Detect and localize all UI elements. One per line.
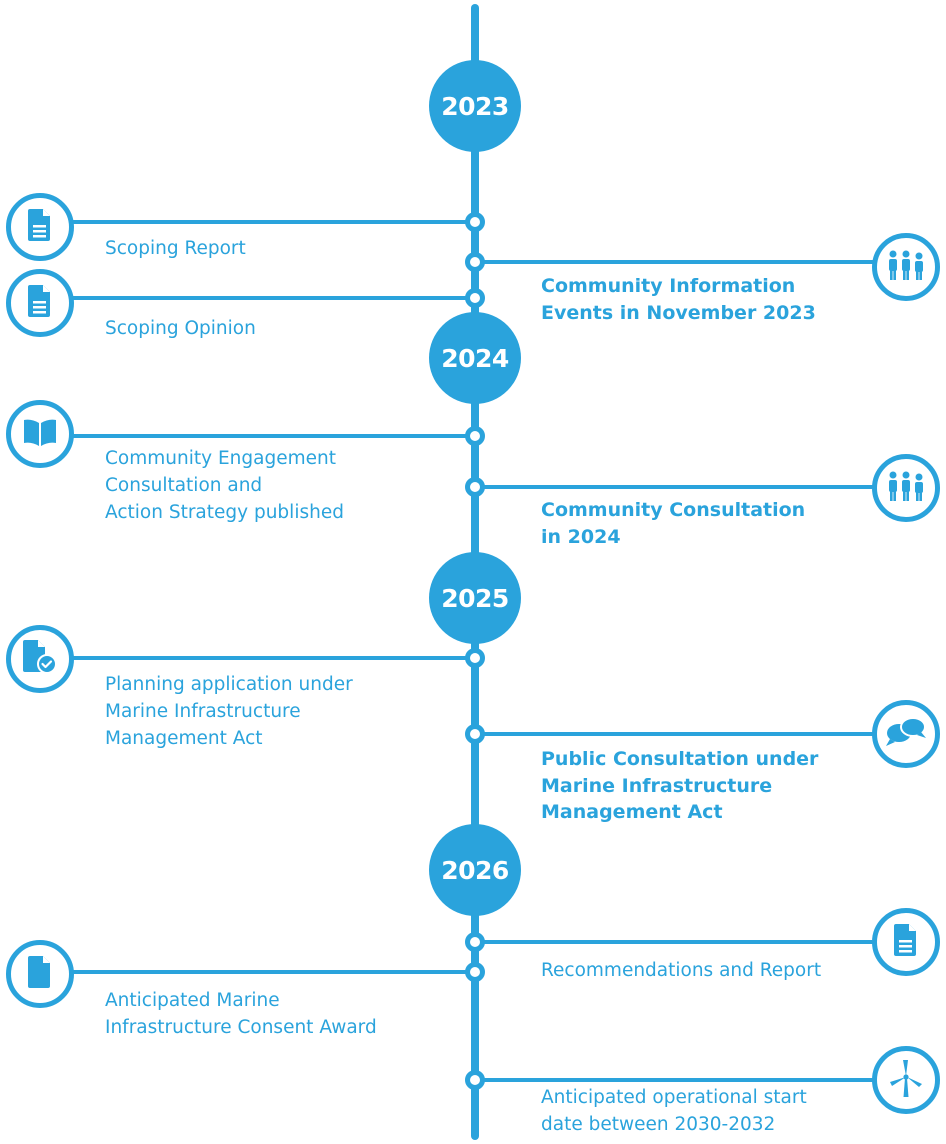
event-label-scoping-opinion: Scoping Opinion bbox=[105, 315, 256, 342]
label-line: Management Act bbox=[105, 728, 263, 749]
label-line: Marine Infrastructure bbox=[105, 701, 301, 722]
blank-document-icon bbox=[28, 956, 52, 992]
year-label: 2026 bbox=[441, 855, 509, 885]
event-connector bbox=[66, 220, 475, 224]
timeline-node bbox=[465, 648, 485, 668]
people-icon bbox=[886, 250, 926, 284]
event-label-scoping-report: Scoping Report bbox=[105, 235, 246, 262]
event-connector bbox=[66, 970, 475, 974]
label-line: Scoping Report bbox=[105, 238, 246, 259]
event-label-community-information-events: Community Information Events in November… bbox=[541, 273, 816, 326]
event-connector bbox=[475, 485, 883, 489]
year-2025-circle: 2025 bbox=[429, 552, 521, 644]
event-icon-badge bbox=[6, 400, 74, 468]
label-line: Community Consultation bbox=[541, 499, 806, 521]
timeline-node bbox=[465, 932, 485, 952]
label-line: Anticipated operational start bbox=[541, 1087, 807, 1108]
event-icon-badge bbox=[872, 908, 940, 976]
timeline-node bbox=[465, 426, 485, 446]
document-check-icon bbox=[23, 640, 57, 678]
document-icon bbox=[894, 924, 918, 960]
event-icon-badge bbox=[872, 233, 940, 301]
document-icon bbox=[28, 285, 52, 321]
year-2023-circle: 2023 bbox=[429, 60, 521, 152]
year-label: 2024 bbox=[441, 343, 509, 373]
timeline-node bbox=[465, 212, 485, 232]
event-connector bbox=[475, 940, 883, 944]
event-label-operational-start: Anticipated operational start date betwe… bbox=[541, 1084, 807, 1138]
event-label-planning-application: Planning application under Marine Infras… bbox=[105, 671, 353, 752]
event-icon-badge bbox=[872, 700, 940, 768]
event-label-consent-award: Anticipated Marine Infrastructure Consen… bbox=[105, 987, 377, 1041]
event-label-community-consultation: Community Consultation in 2024 bbox=[541, 497, 805, 550]
event-connector bbox=[66, 656, 475, 660]
timeline-node bbox=[465, 252, 485, 272]
timeline-node bbox=[465, 724, 485, 744]
people-icon bbox=[886, 471, 926, 505]
event-connector bbox=[66, 296, 475, 300]
label-line: Public Consultation under bbox=[541, 748, 819, 770]
event-connector bbox=[475, 260, 883, 264]
label-line: Recommendations and Report bbox=[541, 960, 822, 981]
timeline-node bbox=[465, 962, 485, 982]
label-line: Consultation and bbox=[105, 475, 263, 496]
book-icon bbox=[23, 417, 57, 451]
event-icon-badge bbox=[6, 269, 74, 337]
label-line: Action Strategy published bbox=[105, 502, 344, 523]
event-icon-badge bbox=[6, 940, 74, 1008]
wind-turbine-icon bbox=[886, 1058, 926, 1102]
event-label-community-engagement: Community Engagement Consultation and Ac… bbox=[105, 445, 344, 526]
timeline-node bbox=[465, 288, 485, 308]
event-label-public-consultation: Public Consultation under Marine Infrast… bbox=[541, 746, 818, 826]
label-line: Infrastructure Consent Award bbox=[105, 1017, 377, 1038]
label-line: Planning application under bbox=[105, 674, 353, 695]
year-label: 2023 bbox=[441, 91, 509, 121]
year-2026-circle: 2026 bbox=[429, 824, 521, 916]
document-icon bbox=[28, 209, 52, 245]
event-connector bbox=[66, 434, 475, 438]
label-line: in 2024 bbox=[541, 525, 621, 548]
event-icon-badge bbox=[872, 1046, 940, 1114]
label-line: Marine Infrastructure bbox=[541, 774, 773, 797]
label-line: Management Act bbox=[541, 801, 723, 823]
label-line: Anticipated Marine bbox=[105, 990, 280, 1011]
label-line: Community Engagement bbox=[105, 448, 336, 469]
event-icon-badge bbox=[6, 193, 74, 261]
event-connector bbox=[475, 732, 883, 736]
timeline-node bbox=[465, 477, 485, 497]
label-line: date between 2030-2032 bbox=[541, 1114, 776, 1135]
event-connector bbox=[475, 1078, 883, 1082]
event-label-recommendations-report: Recommendations and Report bbox=[541, 957, 821, 984]
year-2024-circle: 2024 bbox=[429, 312, 521, 404]
year-label: 2025 bbox=[441, 583, 509, 613]
label-line: Community Information bbox=[541, 275, 796, 297]
event-icon-badge bbox=[6, 625, 74, 693]
speech-bubbles-icon bbox=[885, 716, 927, 752]
timeline-node bbox=[465, 1070, 485, 1090]
label-line: Events in November 2023 bbox=[541, 301, 816, 324]
event-icon-badge bbox=[872, 454, 940, 522]
label-line: Scoping Opinion bbox=[105, 318, 256, 339]
